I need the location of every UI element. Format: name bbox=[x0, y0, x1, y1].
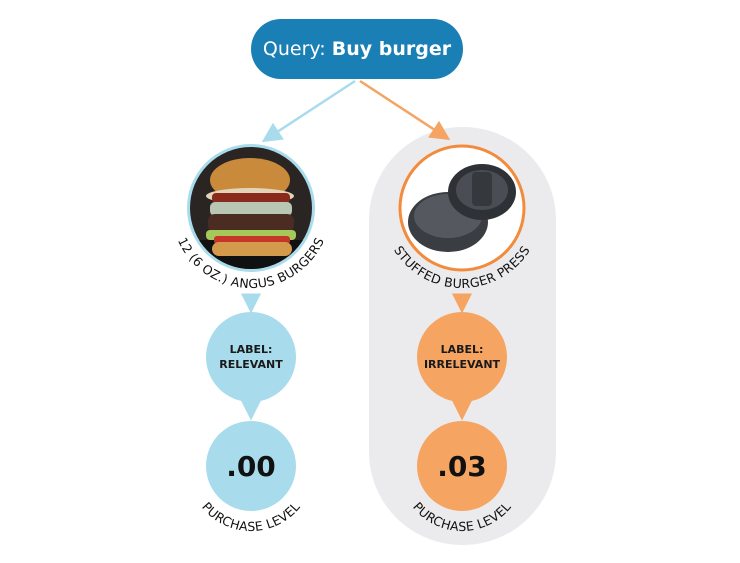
burger-press-image bbox=[398, 144, 526, 272]
arrow-to-relevant bbox=[261, 79, 356, 143]
burger-image bbox=[187, 144, 315, 272]
svg-text:Query: Buy burger: Query: Buy burger bbox=[263, 38, 452, 60]
query-prefix: Query: bbox=[263, 38, 326, 60]
arrow-to-irrelevant bbox=[359, 79, 451, 141]
svg-text:RELEVANT: RELEVANT bbox=[219, 358, 283, 371]
svg-text:LABEL:: LABEL: bbox=[441, 343, 484, 356]
svg-text:.00: .00 bbox=[226, 450, 276, 483]
label-node-relevant: LABEL: RELEVANT bbox=[206, 312, 296, 402]
svg-text:.03: .03 bbox=[437, 450, 487, 483]
query-text: Buy burger bbox=[332, 38, 452, 60]
svg-text:IRRELEVANT: IRRELEVANT bbox=[424, 358, 501, 371]
query-node: Query: Buy burger bbox=[251, 19, 463, 79]
purchase-node-irrelevant: .03 bbox=[417, 421, 507, 511]
svg-text:LABEL:: LABEL: bbox=[230, 343, 273, 356]
purchase-node-relevant: .00 bbox=[206, 421, 296, 511]
label-node-irrelevant: LABEL: IRRELEVANT bbox=[417, 312, 507, 402]
